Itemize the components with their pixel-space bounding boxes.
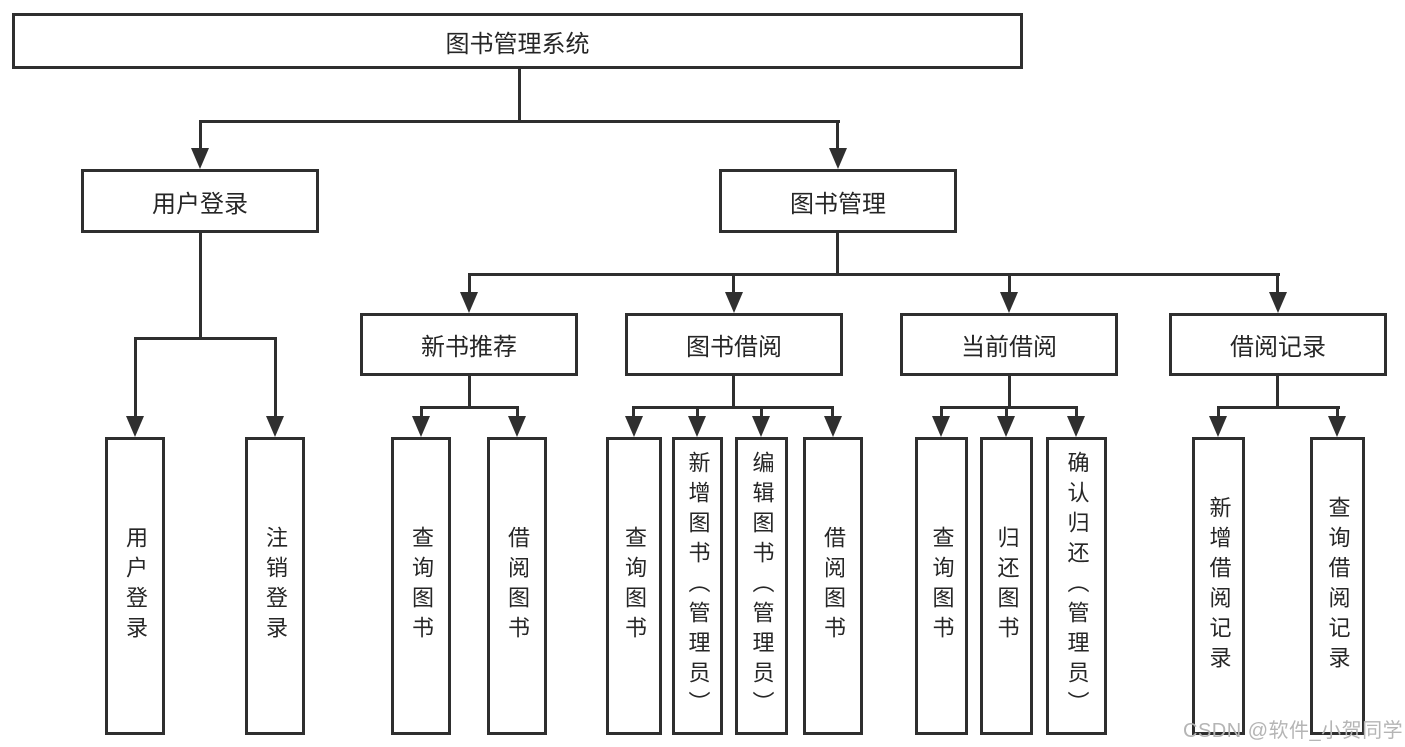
- leaf-edit-books-admin: 编辑图书（管理员）: [735, 437, 788, 735]
- connector-group-fork: [420, 406, 519, 409]
- connector-arrow-book-management: [836, 120, 839, 152]
- leaf-add-borrow-record: 新增借阅记录: [1192, 437, 1245, 735]
- leaf-confirm-return-admin: 确认归还（管理员）: [1046, 437, 1107, 735]
- connector-arrow-user-login: [199, 120, 202, 152]
- arrow-down-icon: [688, 416, 706, 437]
- connector-arrow-level2: [1008, 273, 1011, 296]
- node-root-label: 图书管理系统: [445, 30, 590, 58]
- leaf-query-borrow-record-label: 查询借阅记录: [1325, 496, 1351, 676]
- connector-group-stem: [732, 376, 735, 409]
- leaf-confirm-return-admin-label: 确认归还（管理员）: [1064, 451, 1090, 721]
- node-current-borrow-label: 当前借阅: [961, 334, 1057, 361]
- leaf-query-books-recommend-label: 查询图书: [409, 526, 434, 646]
- connector-arrow-leaf: [831, 406, 834, 420]
- leaf-borrow-books: 借阅图书: [803, 437, 863, 735]
- connector-book-management-stem: [836, 233, 839, 276]
- leaf-add-books-admin: 新增图书（管理员）: [672, 437, 723, 735]
- arrow-down-icon: [829, 148, 847, 169]
- connector-arrow-level2: [468, 273, 471, 296]
- arrow-down-icon: [1000, 292, 1018, 313]
- node-book-management: 图书管理: [719, 169, 957, 233]
- connector-arrow-level2: [732, 273, 735, 296]
- connector-level2-fork: [468, 273, 1280, 276]
- connector-arrow-leaf: [760, 406, 763, 420]
- leaf-add-borrow-record-label: 新增借阅记录: [1206, 496, 1232, 676]
- connector-arrow-leaf: [940, 406, 943, 420]
- leaf-return-books: 归还图书: [980, 437, 1033, 735]
- leaf-user-login-label: 用户登录: [123, 526, 148, 646]
- arrow-down-icon: [126, 416, 144, 437]
- leaf-borrow-books-recommend-label: 借阅图书: [505, 526, 530, 646]
- connector-group-stem: [1276, 376, 1279, 409]
- connector-group-fork: [940, 406, 1078, 409]
- leaf-borrow-books-label: 借阅图书: [821, 526, 846, 646]
- arrow-down-icon: [460, 292, 478, 313]
- arrow-down-icon: [997, 416, 1015, 437]
- arrow-down-icon: [412, 416, 430, 437]
- connector-arrow-leaf: [274, 337, 277, 420]
- connector-arrow-leaf: [516, 406, 519, 420]
- arrow-down-icon: [1067, 416, 1085, 437]
- leaf-borrow-books-recommend: 借阅图书: [487, 437, 547, 735]
- node-borrow-records-label: 借阅记录: [1230, 334, 1326, 361]
- leaf-query-books-borrow-label: 查询图书: [622, 526, 647, 646]
- leaf-logout-login: 注销登录: [245, 437, 305, 735]
- arrow-down-icon: [1209, 416, 1227, 437]
- leaf-query-borrow-record: 查询借阅记录: [1310, 437, 1365, 735]
- node-book-borrow-label: 图书借阅: [686, 334, 782, 361]
- node-root: 图书管理系统: [12, 13, 1023, 69]
- arrow-down-icon: [625, 416, 643, 437]
- node-new-book-recommend: 新书推荐: [360, 313, 578, 376]
- node-user-login-label: 用户登录: [152, 190, 248, 218]
- leaf-query-books-current-label: 查询图书: [929, 526, 955, 646]
- node-current-borrow: 当前借阅: [900, 313, 1118, 376]
- node-new-book-recommend-label: 新书推荐: [421, 334, 517, 361]
- connector-group-stem: [468, 376, 471, 409]
- leaf-edit-books-admin-label: 编辑图书（管理员）: [749, 451, 775, 721]
- leaf-add-books-admin-label: 新增图书（管理员）: [685, 451, 711, 721]
- leaf-user-login: 用户登录: [105, 437, 165, 735]
- connector-arrow-leaf: [1336, 406, 1339, 420]
- arrow-down-icon: [191, 148, 209, 169]
- connector-arrow-leaf: [696, 406, 699, 420]
- leaf-query-books-borrow: 查询图书: [606, 437, 662, 735]
- arrow-down-icon: [1328, 416, 1346, 437]
- arrow-down-icon: [725, 292, 743, 313]
- arrow-down-icon: [508, 416, 526, 437]
- connector-arrow-level2: [1276, 273, 1279, 296]
- arrow-down-icon: [1269, 292, 1287, 313]
- arrow-down-icon: [824, 416, 842, 437]
- connector-arrow-leaf: [134, 337, 137, 420]
- leaf-query-books-current: 查询图书: [915, 437, 968, 735]
- connector-arrow-leaf: [1217, 406, 1220, 420]
- connector-root-fork: [199, 120, 840, 123]
- watermark: CSDN @软件_小贺同学: [1183, 720, 1404, 742]
- connector-group-fork: [632, 406, 834, 409]
- leaf-return-books-label: 归还图书: [994, 526, 1020, 646]
- connector-group-fork: [1217, 406, 1340, 409]
- leaf-logout-login-label: 注销登录: [263, 526, 288, 646]
- arrow-down-icon: [266, 416, 284, 437]
- connector-user-login-fork: [134, 337, 276, 340]
- node-book-borrow: 图书借阅: [625, 313, 843, 376]
- connector-arrow-leaf: [1005, 406, 1008, 420]
- connector-root-stem: [518, 69, 521, 123]
- connector-arrow-leaf: [632, 406, 635, 420]
- leaf-query-books-recommend: 查询图书: [391, 437, 451, 735]
- connector-group-stem: [1008, 376, 1011, 409]
- arrow-down-icon: [752, 416, 770, 437]
- connector-arrow-leaf: [420, 406, 423, 420]
- arrow-down-icon: [932, 416, 950, 437]
- connector-user-login-stem: [199, 233, 202, 340]
- node-borrow-records: 借阅记录: [1169, 313, 1387, 376]
- node-book-management-label: 图书管理: [790, 190, 886, 218]
- node-user-login: 用户登录: [81, 169, 319, 233]
- connector-arrow-leaf: [1075, 406, 1078, 420]
